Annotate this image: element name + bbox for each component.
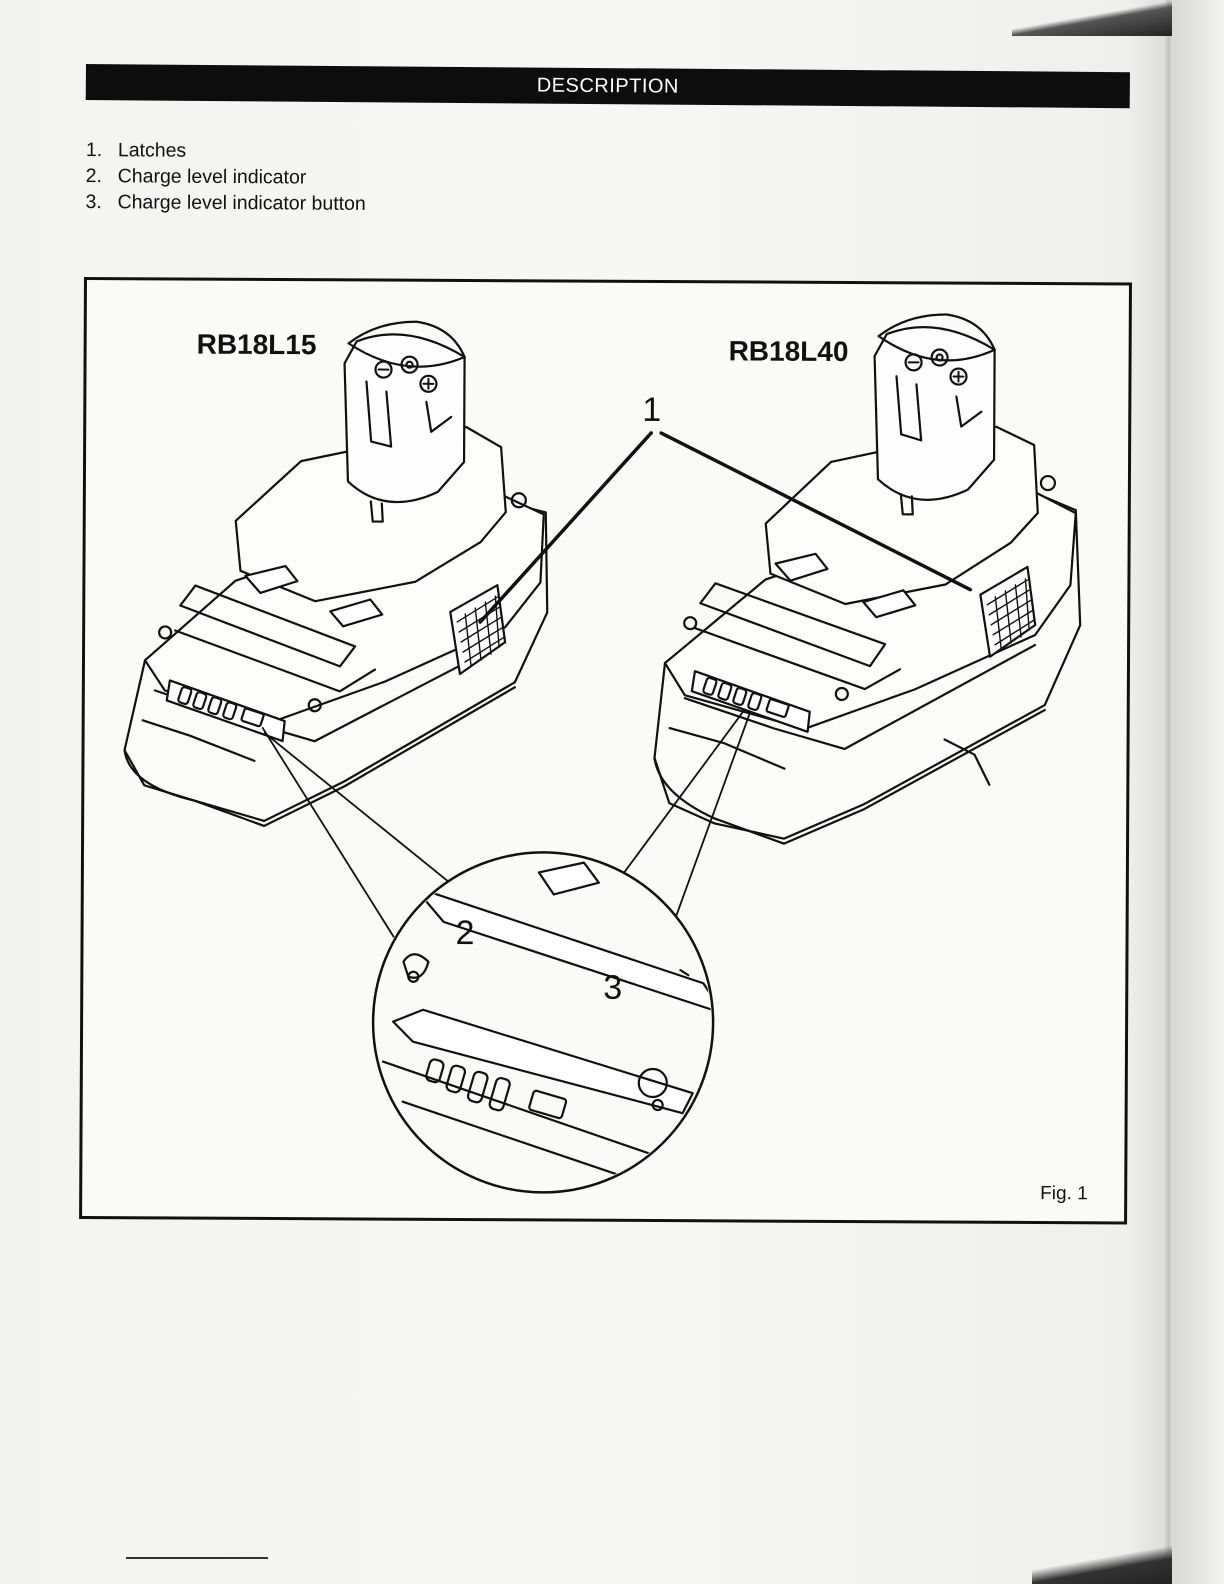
section-title: DESCRIPTION <box>537 74 679 98</box>
battery-rb18l40-drawing <box>654 313 1082 845</box>
page-corner-shadow-bottom <box>1032 1544 1172 1584</box>
legend-label: Charge level indicator button <box>117 189 365 217</box>
callout-latches: 1 <box>642 391 661 430</box>
battery-illustration <box>82 280 1129 1221</box>
legend-number: 3. <box>85 189 117 215</box>
legend-number: 2. <box>86 163 118 189</box>
figure-caption: Fig. 1 <box>1040 1183 1088 1205</box>
figure-frame: RB18L15 RB18L40 1 2 3 Fig. 1 <box>79 277 1132 1224</box>
legend-item: 2. Charge level indicator <box>86 163 366 191</box>
callout-indicator-button: 3 <box>603 969 622 1008</box>
model-label-left: RB18L15 <box>197 329 317 362</box>
page-corner-shadow-top <box>1012 0 1172 36</box>
section-header-bar: DESCRIPTION <box>86 64 1130 108</box>
legend-number: 1. <box>86 137 118 163</box>
battery-rb18l15-drawing <box>124 320 549 827</box>
parts-legend: 1. Latches 2. Charge level indicator 3. … <box>85 137 366 217</box>
callout-charge-indicator: 2 <box>455 914 474 953</box>
legend-item: 3. Charge level indicator button <box>85 189 365 217</box>
page-fold-shadow <box>1164 0 1172 1584</box>
model-label-right: RB18L40 <box>729 335 849 368</box>
magnified-detail <box>372 852 724 1194</box>
footer-rule <box>126 1557 268 1559</box>
legend-item: 1. Latches <box>86 137 366 165</box>
legend-label: Latches <box>118 137 186 163</box>
legend-label: Charge level indicator <box>118 163 307 190</box>
